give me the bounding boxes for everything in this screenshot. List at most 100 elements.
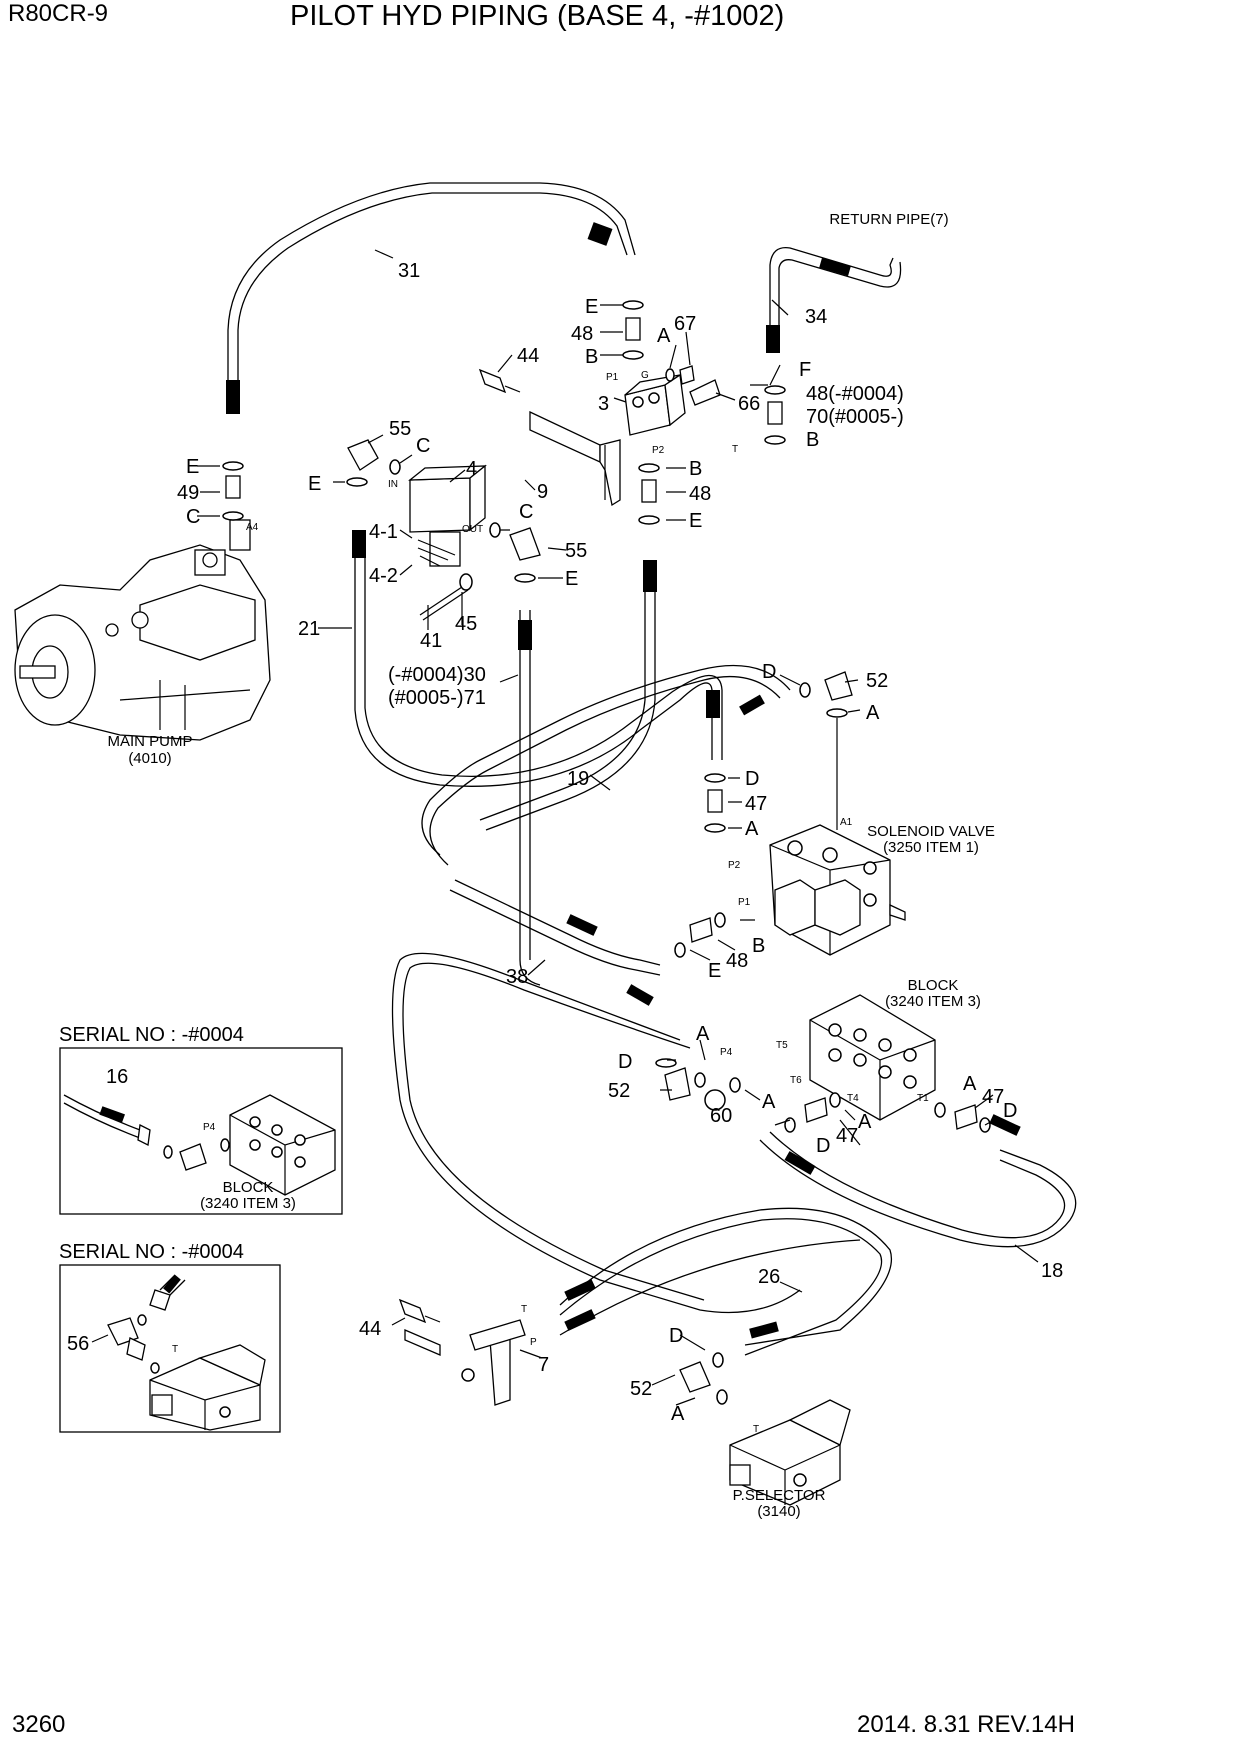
- callout-48-pre0004: 48(-#0004): [806, 383, 904, 405]
- callout-48: 48: [571, 323, 593, 345]
- port-sv-p2: P2: [728, 860, 741, 871]
- port-br-p: P: [530, 1337, 537, 1348]
- inset1-title: SERIAL NO : -#0004: [59, 1024, 244, 1046]
- main-pump: [14, 519, 271, 741]
- callout-44: 44: [517, 345, 539, 367]
- port-t1: T1: [917, 1093, 929, 1104]
- port-a1: A1: [840, 817, 853, 828]
- callout-48: 48: [689, 483, 711, 505]
- callout-4-2: 4-2: [369, 565, 398, 587]
- solenoid-valve: [769, 824, 906, 956]
- callout-71-post0005: (#0005-)71: [388, 687, 486, 709]
- callout-c: C: [416, 435, 430, 457]
- label-solenoid-valve: SOLENOID VALVE: [867, 823, 995, 840]
- port-out: OUT: [462, 524, 483, 535]
- port-t5: T5: [776, 1040, 788, 1051]
- callout-60: 60: [710, 1105, 732, 1127]
- component-labels: MAIN PUMP (4010) RETURN PIPE(7) SOLENOID…: [107, 211, 994, 1520]
- inset2-callout-56: 56: [67, 1333, 89, 1355]
- callout-d: D: [745, 768, 759, 790]
- callout-7: 7: [538, 1354, 549, 1376]
- callout-55: 55: [565, 540, 587, 562]
- callout-47: 47: [982, 1086, 1004, 1108]
- port-labels: A4 P1 G P2 T IN OUT A1 P2 P1 P4 T5 T6 T4…: [246, 370, 929, 1435]
- callout-c: C: [519, 501, 533, 523]
- callout-31: 31: [398, 260, 420, 282]
- page-number: 3260: [12, 1711, 66, 1738]
- callout-47: 47: [836, 1125, 858, 1147]
- label-solenoid-valve-ref: (3250 ITEM 1): [883, 839, 979, 856]
- callout-a: A: [963, 1073, 977, 1095]
- label-p-selector-ref: (3140): [757, 1503, 800, 1520]
- callout-41: 41: [420, 630, 442, 652]
- inset1-port-p4: P4: [203, 1122, 216, 1133]
- manifold-block-3: [529, 373, 686, 507]
- port-g: G: [641, 370, 649, 381]
- callout-e: E: [689, 510, 702, 532]
- hose-sleeves: [226, 222, 1021, 1339]
- callout-21: 21: [298, 618, 320, 640]
- callout-52: 52: [630, 1378, 652, 1400]
- label-block: BLOCK: [908, 977, 959, 994]
- label-main-pump-ref: (4010): [128, 750, 171, 767]
- callout-9: 9: [537, 481, 548, 503]
- port-t6: T6: [790, 1075, 802, 1086]
- label-main-pump: MAIN PUMP: [107, 733, 192, 750]
- page-title: PILOT HYD PIPING (BASE 4, -#1002): [290, 0, 785, 32]
- fittings: [222, 300, 991, 1405]
- callout-26: 26: [758, 1266, 780, 1288]
- callout-d: D: [669, 1325, 683, 1347]
- block-3240: [809, 994, 936, 1121]
- port-ps-t: T: [753, 1424, 759, 1435]
- inset1-block-ref: (3240 ITEM 3): [200, 1195, 296, 1212]
- filter-4: [408, 464, 487, 567]
- callout-49: 49: [177, 482, 199, 504]
- callout-e: E: [585, 296, 598, 318]
- port-in: IN: [388, 479, 398, 490]
- callouts: 31 34 E 48 B A 67 44 66 F 48(-#0004) 70(…: [177, 260, 1063, 1425]
- model-code: R80CR-9: [8, 0, 109, 27]
- port-t4: T4: [847, 1093, 859, 1104]
- callout-f: F: [799, 359, 811, 381]
- callout-44: 44: [359, 1318, 381, 1340]
- callout-a: A: [696, 1023, 710, 1045]
- callout-e: E: [308, 473, 321, 495]
- port-sv-p1: P1: [738, 897, 751, 908]
- callout-30-pre0004: (-#0004)30: [388, 664, 486, 686]
- callout-a: A: [671, 1403, 685, 1425]
- inset1-callout-16: 16: [106, 1066, 128, 1088]
- port-t: T: [732, 444, 738, 455]
- callout-19: 19: [567, 768, 589, 790]
- p-selector: [729, 1399, 851, 1506]
- label-p-selector: P.SELECTOR: [733, 1487, 826, 1504]
- callout-45: 45: [455, 613, 477, 635]
- bracket-7: [404, 1319, 526, 1406]
- callout-b: B: [752, 935, 765, 957]
- callout-e: E: [708, 960, 721, 982]
- inset2-title: SERIAL NO : -#0004: [59, 1241, 244, 1263]
- callout-47: 47: [745, 793, 767, 815]
- callout-48: 48: [726, 950, 748, 972]
- callout-d: D: [1003, 1100, 1017, 1122]
- label-block-ref: (3240 ITEM 3): [885, 993, 981, 1010]
- callout-52: 52: [866, 670, 888, 692]
- callout-3: 3: [598, 393, 609, 415]
- callout-18: 18: [1041, 1260, 1063, 1282]
- date-revision: 2014. 8.31 REV.14H: [857, 1711, 1075, 1738]
- inset2-port-t: T: [172, 1344, 178, 1355]
- callout-e: E: [186, 456, 199, 478]
- callout-4: 4: [466, 458, 477, 480]
- port-br-t: T: [521, 1304, 527, 1315]
- callout-4-1: 4-1: [369, 521, 398, 543]
- hoses: [227, 182, 1077, 1356]
- callout-d: D: [762, 661, 776, 683]
- inset-serial-2: SERIAL NO : -#0004 56 T: [59, 1241, 281, 1433]
- callout-a: A: [745, 818, 759, 840]
- callout-d: D: [618, 1051, 632, 1073]
- callout-b: B: [689, 458, 702, 480]
- callout-55: 55: [389, 418, 411, 440]
- port-p1: P1: [606, 372, 619, 383]
- port-p4: P4: [720, 1047, 733, 1058]
- callout-c: C: [186, 506, 200, 528]
